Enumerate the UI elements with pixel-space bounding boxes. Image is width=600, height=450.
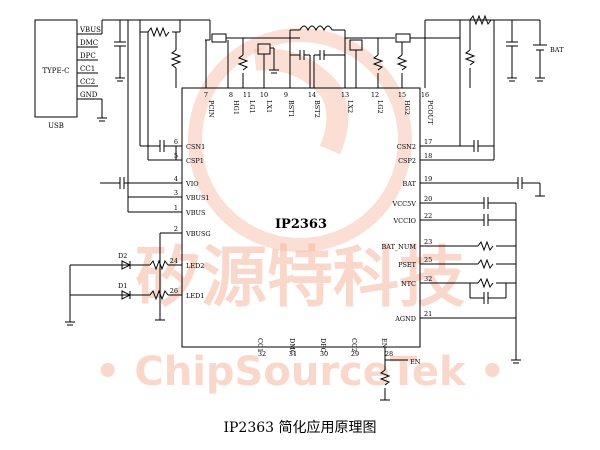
pin-label-vbus1: VBUS1	[185, 194, 210, 202]
pin-label-lg2: LG2	[376, 100, 384, 114]
usb-pin-vbus: VBUS	[79, 26, 101, 34]
watermark-en: • ChipSourceTek •	[95, 349, 505, 395]
pin-label-vcc5v: VCC5V	[392, 200, 417, 208]
pin-label-dpc: DPC	[319, 338, 327, 353]
pin-label-cc2: CC2	[350, 338, 358, 352]
pin-num: 5	[174, 152, 178, 160]
chip-top-pins: 7 PCIN 8 HG1 11 LG1 10 LX1 9 BST1 14 BST…	[204, 91, 434, 125]
pin-label-pcout: PCOUT	[426, 100, 434, 125]
en-network: EN	[379, 347, 421, 401]
pin-num: 20	[424, 195, 432, 203]
pin-label-vccio: VCCIO	[392, 217, 416, 225]
pin-num: 17	[424, 138, 432, 146]
pin-label-lx2: LX2	[346, 100, 354, 113]
figure-caption: IP2363 简化应用原理图	[223, 419, 376, 436]
pin-num: 2	[174, 225, 178, 233]
usb-connector: TYPE-C USB VBUS DMC DPC CC1 CC2 GND	[34, 19, 107, 130]
usb-pin-dpc: DPC	[80, 52, 96, 60]
pin-label-vbus: VBUS	[185, 209, 205, 217]
led-network: D2 D1	[65, 232, 182, 326]
pin-label-en: EN	[380, 338, 388, 349]
usb-pin-cc2: CC2	[80, 78, 95, 86]
pin-label-lg1: LG1	[248, 100, 256, 114]
usb-pin-gnd: GND	[80, 91, 98, 99]
pin-label-csp1: CSP1	[186, 157, 204, 165]
usb-type-label: TYPE-C	[43, 67, 70, 75]
pin-num: 3	[174, 189, 178, 197]
pin-num: 8	[229, 91, 233, 99]
battery-label: BAT	[550, 46, 564, 54]
pin-label-hg1: HG1	[232, 100, 240, 115]
chip-bottom-pins: CC1 32 DMC 31 DPC 30 CC2 29 EN 28	[256, 338, 393, 358]
pin-num: 31	[289, 350, 297, 358]
pin-label-vio: VIO	[185, 180, 199, 188]
pin-num: 11	[243, 91, 251, 99]
led-d1-label: D1	[118, 282, 127, 290]
chip-left-pins: 6 CSN1 5 CSP1 4 VIO 3 VBUS1 1 VBUS 2 VBU…	[170, 138, 211, 300]
pin-num: 26	[170, 287, 178, 295]
pin-num: 29	[351, 350, 359, 358]
pin-num: 4	[174, 175, 178, 183]
power-stage	[205, 19, 540, 88]
input-network	[100, 19, 210, 213]
pin-label-pset: PSET	[398, 261, 417, 269]
pin-num: 18	[424, 152, 432, 160]
pin-num: 14	[308, 91, 316, 99]
pin-label-bat-num: BAT_NUM	[381, 243, 416, 251]
pin-label-csn2: CSN2	[397, 143, 416, 151]
watermark-cn: 矽源特科技	[135, 239, 465, 316]
pin-num: 28	[385, 350, 393, 358]
pin-num: 24	[170, 257, 178, 265]
pin-num: 32	[258, 350, 266, 358]
pin-num: 22	[424, 212, 432, 220]
pin-label-lx1: LX1	[265, 100, 273, 113]
pin-label-csp2: CSP2	[398, 157, 416, 165]
pin-label-dmc: DMC	[288, 338, 296, 355]
pin-num: 23	[424, 238, 432, 246]
pin-num: 21	[424, 310, 432, 318]
pin-num: 12	[371, 91, 379, 99]
chip-right-pins: CSN2 17 CSP2 18 BAT 19 VCC5V 20 VCCIO 22…	[381, 138, 432, 323]
pin-num: 6	[174, 138, 178, 146]
pin-label-hg2: HG2	[403, 100, 411, 115]
watermark: 矽源特科技 • ChipSourceTek •	[95, 28, 505, 395]
pin-num: 7	[204, 91, 208, 99]
usb-pin-dmc: DMC	[80, 39, 98, 47]
pin-num: 13	[341, 91, 349, 99]
pin-num: 19	[424, 175, 432, 183]
pin-label-agnd: AGND	[394, 315, 416, 323]
chip-name: IP2363	[275, 217, 327, 232]
pin-label-ntc: NTC	[401, 280, 416, 288]
pin-num: 1	[174, 204, 178, 212]
pin-label-led1: LED1	[186, 292, 204, 300]
en-label: EN	[410, 358, 421, 366]
usb-pin-cc1: CC1	[80, 65, 95, 73]
pin-label-cc1: CC1	[256, 338, 264, 352]
pin-num: 30	[320, 350, 328, 358]
pin-num: 9	[284, 91, 288, 99]
pin-num: 10	[260, 91, 268, 99]
pin-label-csn1: CSN1	[186, 143, 205, 151]
pin-num: 25	[424, 256, 432, 264]
pin-num: 32	[424, 275, 432, 283]
pin-label-bst2: BST2	[313, 100, 321, 118]
pin-label-vbusg: VBUSG	[185, 230, 211, 238]
chip-body	[181, 87, 421, 348]
led-d2-label: D2	[118, 252, 127, 260]
pin-label-bat: BAT	[403, 180, 417, 188]
pin-num: 16	[421, 91, 429, 99]
pin-label-pcin: PCIN	[207, 100, 215, 118]
pin-label-bst1: BST1	[287, 100, 295, 118]
pin-num: 15	[398, 91, 406, 99]
output-network: BAT	[420, 14, 564, 364]
usb-caption: USB	[48, 122, 64, 130]
pin-label-led2: LED2	[186, 262, 204, 270]
